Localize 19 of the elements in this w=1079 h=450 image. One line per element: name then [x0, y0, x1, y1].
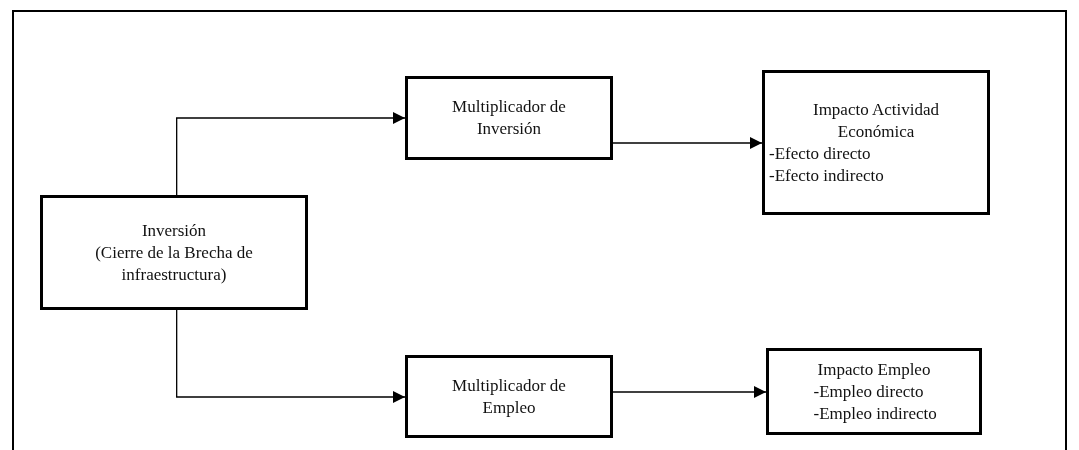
box-title: Multiplicador de Empleo	[451, 374, 567, 419]
process-box	[762, 70, 990, 215]
list-item: -Empleo directo	[812, 380, 924, 403]
box-title: Multiplicador de Inversión	[451, 96, 567, 140]
process-box	[40, 195, 308, 310]
process-box	[405, 355, 613, 438]
arrow	[612, 386, 767, 398]
list-item: -Efecto indirecto	[768, 164, 884, 187]
process-box	[766, 348, 982, 435]
arrow	[176, 112, 406, 196]
box-text: (Cierre de la Brecha de infraestructura)	[94, 241, 254, 286]
list-item: -Empleo indirecto	[812, 402, 937, 425]
box-title: Impacto Actividad Económica	[811, 98, 941, 143]
arrow	[612, 137, 763, 149]
process-box	[405, 76, 613, 160]
list-item: -Efecto directo	[768, 142, 871, 165]
box-title: Impacto Empleo	[816, 358, 932, 381]
arrow	[176, 309, 406, 403]
box-title: Inversión	[140, 219, 208, 242]
